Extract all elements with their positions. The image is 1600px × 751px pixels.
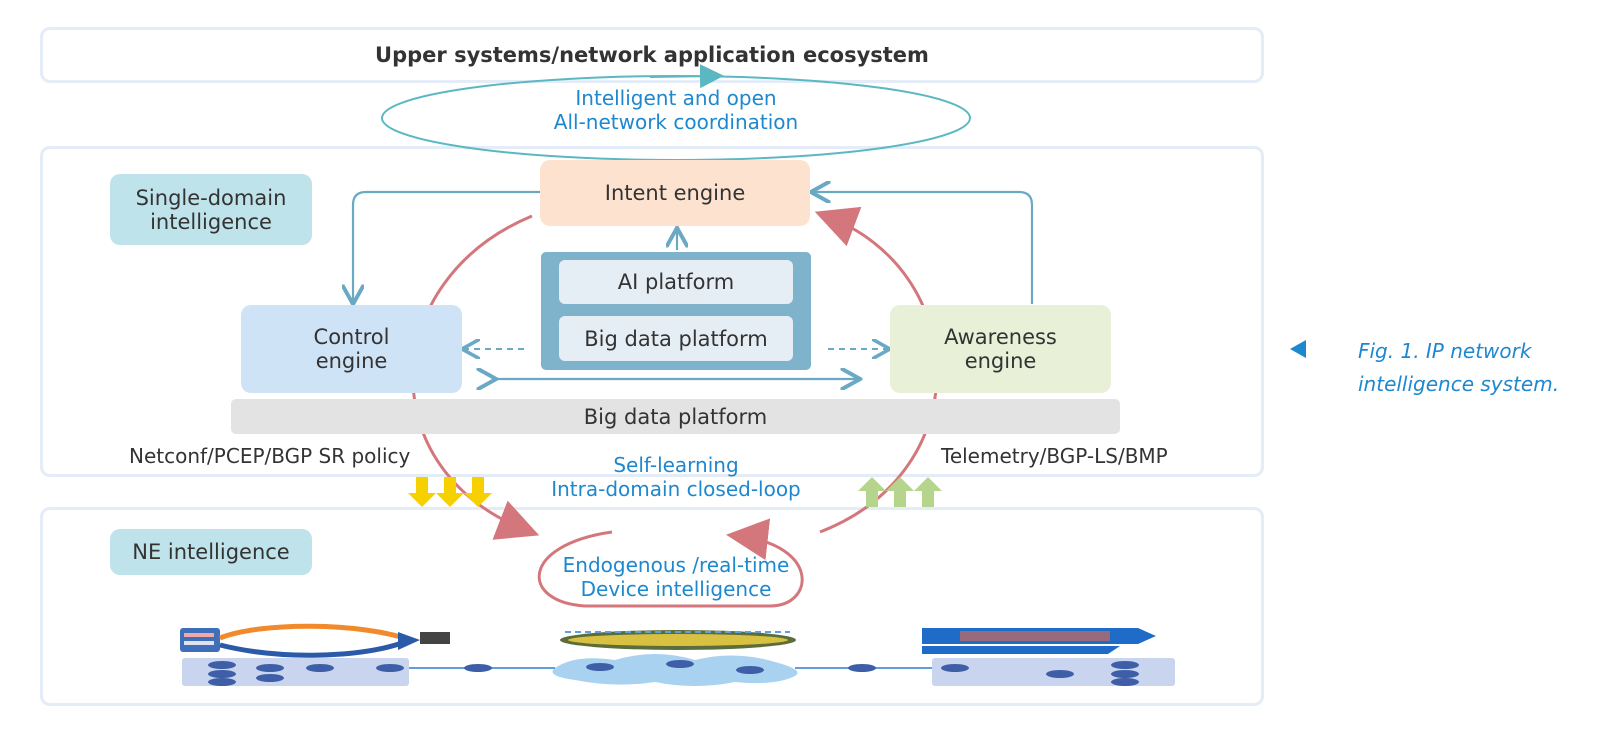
intent-to-control-arrow	[353, 190, 540, 302]
upper-systems-frame: Upper systems/network application ecosys…	[40, 27, 1264, 83]
self-learning-text: Self-learning Intra-domain closed-loop	[476, 453, 876, 501]
up-arrows-icon	[858, 477, 942, 507]
control-engine-line1: Control	[313, 325, 390, 349]
control-engine-box: Control engine	[241, 305, 462, 393]
figure-caption: Fig. 1. IP network intelligence system.	[1358, 335, 1559, 401]
device-loop-right-arc	[585, 518, 804, 608]
ai-platform-box: AI platform	[559, 260, 793, 304]
awareness-to-intent-arrow	[813, 192, 1034, 304]
device-intelligence-line2: Device intelligence	[580, 577, 772, 601]
single-domain-tag-line2: intelligence	[150, 209, 272, 234]
intent-engine-box: Intent engine	[540, 160, 810, 226]
self-learning-line1: Self-learning	[613, 453, 739, 477]
figure-caption-line1: Fig. 1. IP network	[1358, 339, 1532, 363]
coordination-text: Intelligent and open All-network coordin…	[476, 86, 876, 134]
down-arrows-icon	[408, 477, 492, 507]
self-learning-line2: Intra-domain closed-loop	[551, 477, 801, 501]
single-domain-tag: Single-domain intelligence	[110, 174, 312, 245]
awareness-engine-box: Awareness engine	[890, 305, 1111, 393]
big-data-platform-bar: Big data platform	[231, 399, 1120, 434]
single-domain-tag-line1: Single-domain	[135, 185, 287, 210]
big-data-platform-inner-box: Big data platform	[559, 316, 793, 361]
network-topology-illustration	[180, 623, 1175, 686]
device-intelligence-text: Endogenous /real-time Device intelligenc…	[476, 553, 876, 601]
coordination-line1: Intelligent and open	[575, 86, 777, 110]
awareness-engine-line2: engine	[964, 349, 1037, 373]
southbound-protocols-label: Netconf/PCEP/BGP SR policy	[129, 444, 411, 468]
device-intelligence-line1: Endogenous /real-time	[562, 553, 790, 577]
ne-intelligence-tag: NE intelligence	[110, 529, 312, 575]
device-loop-left-arc	[537, 530, 613, 608]
awareness-engine-line1: Awareness	[944, 325, 1057, 349]
figure-caption-line2: intelligence system.	[1358, 372, 1560, 396]
coordination-line2: All-network coordination	[553, 110, 799, 134]
northbound-telemetry-label: Telemetry/BGP-LS/BMP	[941, 444, 1168, 468]
upper-systems-title: Upper systems/network application ecosys…	[375, 43, 929, 67]
coordination-loop-arrow	[649, 64, 724, 89]
control-engine-line2: engine	[315, 349, 388, 373]
